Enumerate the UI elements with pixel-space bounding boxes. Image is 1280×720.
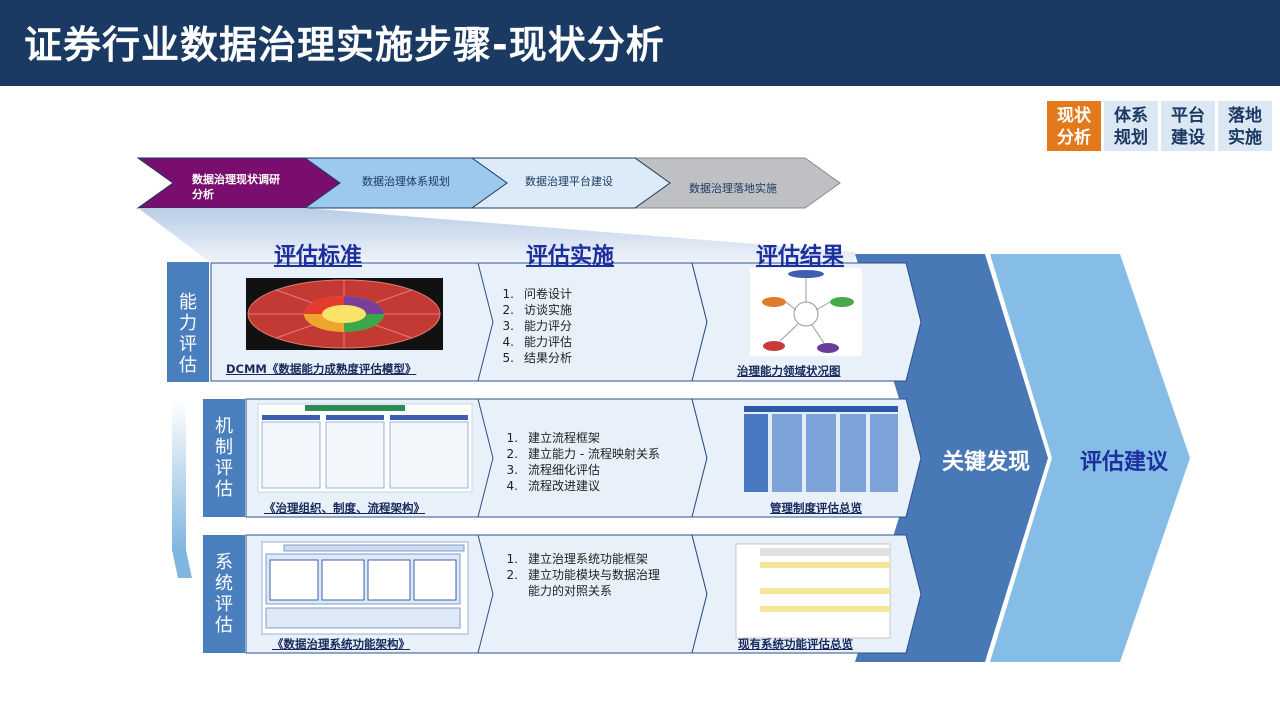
stage-tab-platform-build[interactable]: 平台 建设 bbox=[1161, 101, 1215, 151]
list-item: 4.流程改进建议 bbox=[506, 479, 601, 493]
status-graph-image bbox=[750, 268, 862, 356]
list-item: 5.结果分析 bbox=[502, 351, 573, 365]
list-item: 1.建立治理系统功能框架 bbox=[506, 552, 649, 566]
row1-label-box bbox=[167, 262, 209, 382]
row1-standard-caption[interactable]: DCMM《数据能力成熟度评估模型》 bbox=[226, 362, 417, 376]
row2-label-box bbox=[203, 399, 245, 517]
row3-result-caption[interactable]: 现有系统功能评估总览 bbox=[738, 637, 853, 651]
recommendations-label: 评估建议 bbox=[1080, 450, 1169, 475]
management-overview-image bbox=[744, 406, 898, 492]
flow-indicator-tip bbox=[172, 550, 192, 578]
stage-tab-current-analysis[interactable]: 现状 分析 bbox=[1047, 101, 1101, 151]
process-step-4-label: 数据治理落地实施 bbox=[689, 182, 777, 195]
row3-label: 系 统 评 估 bbox=[215, 552, 233, 636]
row2-label: 机 制 评 估 bbox=[215, 416, 233, 500]
process-step-1-label-line2: 分析 bbox=[192, 188, 214, 201]
list-item: 1.问卷设计 bbox=[502, 287, 573, 301]
row2-steps-list: 1.建立流程框架 2.建立能力 - 流程映射关系 3.流程细化评估 4.流程改进… bbox=[502, 430, 660, 494]
list-item: 2.建立功能模块与数据治理 bbox=[506, 568, 661, 582]
dcmm-wheel-image bbox=[246, 278, 443, 350]
column-title-standard: 评估标准 bbox=[274, 244, 363, 269]
row2-result-caption[interactable]: 管理制度评估总览 bbox=[770, 501, 862, 515]
row1-steps-list: 1.问卷设计 2.访谈实施 3.能力评分 4.能力评估 5.结果分析 bbox=[498, 286, 572, 366]
list-item: 2.建立能力 - 流程映射关系 bbox=[506, 447, 660, 461]
key-findings-label: 关键发现 bbox=[942, 450, 1031, 475]
row1-result-caption[interactable]: 治理能力领域状况图 bbox=[737, 364, 841, 378]
row1-label: 能力 评估 bbox=[179, 292, 197, 376]
framework-document-image bbox=[257, 403, 473, 493]
row3-standard-caption[interactable]: 《数据治理系统功能架构》 bbox=[272, 637, 410, 651]
list-item: 3.流程细化评估 bbox=[506, 463, 601, 477]
stage-tab-system-planning[interactable]: 体系 规划 bbox=[1104, 101, 1158, 151]
flow-indicator-bar bbox=[172, 400, 186, 550]
column-title-result: 评估结果 bbox=[756, 244, 845, 269]
process-step-1-label: 数据治理现状调研 分析 bbox=[192, 172, 280, 202]
list-item: 能力的对照关系 bbox=[528, 584, 613, 598]
focus-fan bbox=[138, 208, 855, 262]
list-item: 1.建立流程框架 bbox=[506, 431, 601, 445]
row3-label-box bbox=[203, 535, 245, 653]
row3-steps-list: 1.建立治理系统功能框架 2.建立功能模块与数据治理 能力的对照关系 bbox=[502, 551, 660, 599]
row2-standard-caption[interactable]: 《治理组织、制度、流程架构》 bbox=[264, 501, 425, 515]
process-step-2-label: 数据治理体系规划 bbox=[362, 175, 450, 188]
stage-tab-implementation[interactable]: 落地 实施 bbox=[1218, 101, 1272, 151]
list-item: 2.访谈实施 bbox=[502, 303, 573, 317]
list-item: 3.能力评分 bbox=[502, 319, 573, 333]
process-step-3-label: 数据治理平台建设 bbox=[525, 175, 613, 188]
page-title: 证券行业数据治理实施步骤-现状分析 bbox=[24, 23, 665, 67]
system-evaluation-image bbox=[735, 543, 891, 639]
column-title-implementation: 评估实施 bbox=[526, 244, 615, 269]
list-item: 4.能力评估 bbox=[502, 335, 573, 349]
system-architecture-image bbox=[261, 541, 469, 635]
recommendations-arrow bbox=[990, 254, 1190, 662]
process-step-1-label-line1: 数据治理现状调研 bbox=[192, 173, 280, 186]
title-bar bbox=[0, 0, 1280, 86]
